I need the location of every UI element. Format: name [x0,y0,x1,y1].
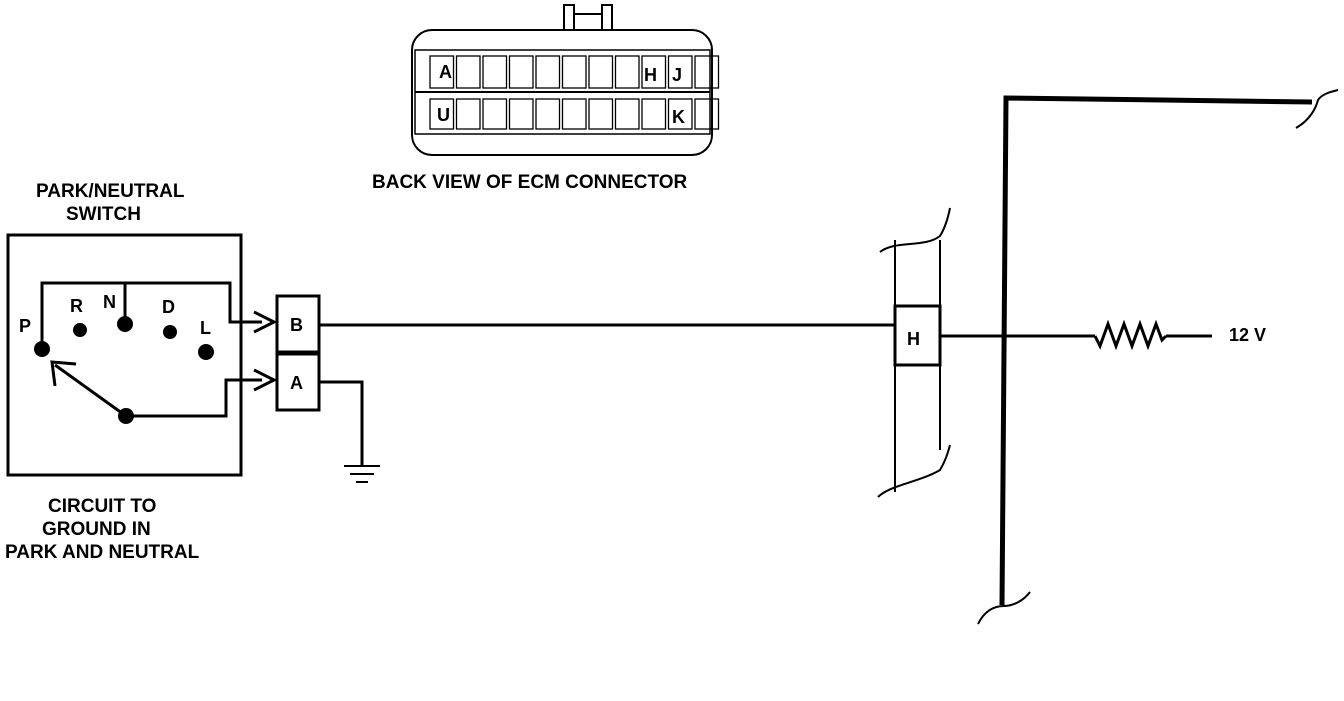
ecm-cavity [667,55,693,89]
ecm-pin-u-label: U [437,105,450,125]
ecm-boundary-line [999,95,1313,606]
ecm-connector-caption: BACK VIEW OF ECM CONNECTOR [372,172,688,193]
ecm-housing-bottom-break [877,444,951,498]
ecm-bottom-row-cavities [429,98,720,130]
contact-n [117,316,133,332]
ecm-pin-k-label: K [672,107,685,127]
pin-a-label: A [290,373,303,393]
ecm-cavity [694,55,720,89]
ecm-terminal: H [877,207,951,498]
ecm-cavity [429,55,455,89]
switch-pivot-lead [126,378,262,418]
ground-lead [319,380,364,465]
position-p-label: P [19,316,31,336]
position-n-label: N [103,292,116,312]
contact-l [198,344,214,360]
contact-d [163,325,177,339]
ecm-cavity [588,98,614,130]
ground-symbol [319,380,380,483]
park-neutral-switch: PARK/NEUTRAL SWITCH P R N D L CIRCUIT TO… [5,181,278,563]
ecm-pin-j-label: J [672,65,682,85]
switch-housing [6,233,243,477]
switch-connector: B A [275,294,321,412]
ecm-cavity [588,55,614,89]
ecm-top-row-cavities [429,55,720,89]
ecm-cavity [535,98,561,130]
ecm-cavity [614,98,640,130]
switch-common-bus [40,281,262,348]
switch-caption-line2: GROUND IN [42,519,151,540]
ecm-cavity [429,98,455,130]
switch-title-line2: SWITCH [66,204,141,225]
ecm-cavity [482,55,508,89]
ecm-pin-h-label: H [644,65,657,85]
contact-r [73,323,87,337]
position-l-label: L [200,318,211,338]
ecm-pin-a-label: A [439,62,452,82]
ecm-cavity [667,98,693,130]
arrow-into-pin-b [253,310,278,334]
ecm-cavity [561,55,587,89]
ecm-cavity [455,55,481,89]
ecm-cavity [535,55,561,89]
contact-p [34,341,50,357]
ecm-housing-top-break [879,207,951,253]
switch-caption-line1: CIRCUIT TO [48,496,156,517]
ecm-cavity [455,98,481,130]
switch-wiper-arm [54,363,127,418]
ecm-cavity [641,55,667,89]
supply-voltage-label: 12 V [1229,325,1266,345]
ecm-boundary-bottom-break [977,591,1031,625]
ecm-connector-housing [411,29,713,156]
position-r-label: R [70,296,83,316]
ecm-cavity [614,55,640,89]
ecm-cavity [508,55,534,89]
switch-wiper-arrowhead [50,360,77,387]
ecm-cavity [694,98,720,130]
ecm-cavity [561,98,587,130]
ecm-internal-circuit: 12 V [940,89,1339,625]
position-d-label: D [162,297,175,317]
ecm-connector: A H J U K BACK VIEW OF ECM CONNECTOR [372,4,720,193]
switch-caption-line3: PARK AND NEUTRAL [5,542,200,563]
ecm-connector-latch [563,4,613,30]
switch-title-line1: PARK/NEUTRAL [36,181,185,202]
ecm-terminal-h-label: H [907,329,920,349]
pullup-resistor [1093,319,1168,351]
ecm-cavity [641,98,667,130]
ecm-cavity [508,98,534,130]
arrow-into-pin-a [253,368,278,392]
ecm-cavity [482,98,508,130]
pin-b-label: B [290,315,303,335]
ecm-boundary-top-break [1295,89,1339,129]
